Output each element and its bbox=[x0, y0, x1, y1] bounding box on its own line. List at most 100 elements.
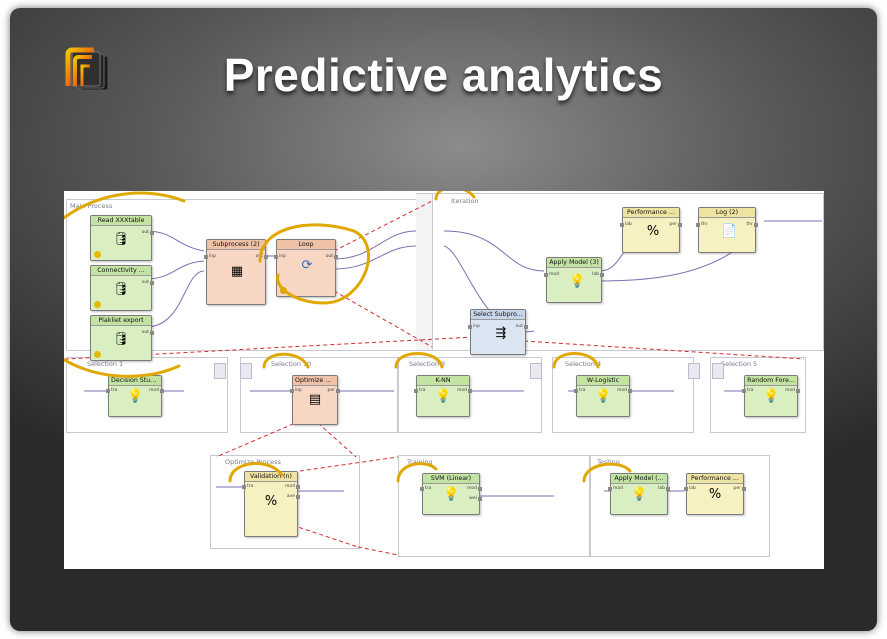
operator-performance[interactable]: Performance ... % lab per bbox=[684, 473, 747, 515]
operator-title: Subprocess (2) bbox=[207, 240, 265, 250]
port-mod[interactable]: mod bbox=[149, 388, 164, 393]
operator-knn[interactable]: K-NN 💡 tra mod bbox=[413, 375, 472, 417]
read-database-icon: 🛢 bbox=[113, 332, 130, 347]
operator-read-a[interactable]: Read XXXtable 🛢 out bbox=[90, 215, 155, 261]
port-tra[interactable]: tra bbox=[413, 388, 426, 393]
panel-label: Selection 3 bbox=[409, 360, 446, 368]
port-connector[interactable] bbox=[214, 363, 226, 379]
operator-title: SVM (Linear) bbox=[423, 474, 479, 484]
port-connector[interactable] bbox=[712, 363, 724, 379]
operator-title: Optimize SVM bbox=[293, 376, 337, 386]
select-subprocess-icon: ⇶ bbox=[495, 326, 507, 341]
port-tra[interactable]: tra bbox=[105, 388, 118, 393]
operator-title: Read XXXtable bbox=[91, 216, 151, 226]
port-mod[interactable]: mod bbox=[467, 486, 482, 491]
port-rail bbox=[416, 193, 432, 351]
port-out[interactable]: out bbox=[515, 324, 529, 329]
operator-svm-linear[interactable]: SVM (Linear) 💡 tra mod wei bbox=[419, 473, 482, 515]
optimize-icon: ▤ bbox=[308, 392, 322, 407]
operator-log[interactable]: Log (2) 📄 thr thr bbox=[695, 207, 759, 253]
slide-title: Predictive analytics bbox=[223, 49, 664, 101]
operator-title: Apply Model (... bbox=[611, 474, 667, 484]
operator-apply-model-top[interactable]: Apply Model (3) 💡 mod lab bbox=[544, 257, 604, 303]
operator-title: Loop bbox=[277, 240, 335, 250]
operator-random-forest[interactable]: Random Fore... 💡 tra mod bbox=[741, 375, 800, 417]
apply-model-icon: 💡 bbox=[631, 487, 648, 502]
status-warning-icon bbox=[94, 351, 101, 358]
port-lab[interactable]: lab bbox=[620, 222, 632, 227]
port-per[interactable]: per bbox=[669, 222, 683, 227]
port-lab[interactable]: lab bbox=[658, 486, 670, 491]
port-wei[interactable]: wei bbox=[469, 496, 482, 501]
port-connector[interactable] bbox=[240, 363, 252, 379]
operator-title: Decision Stump bbox=[109, 376, 161, 386]
port-mod[interactable]: mod bbox=[608, 486, 623, 491]
status-warning-icon bbox=[94, 301, 101, 308]
port-out[interactable]: out bbox=[325, 254, 339, 259]
learner-bulb-icon: 💡 bbox=[435, 389, 452, 404]
operator-title: Apply Model (3) bbox=[547, 258, 601, 268]
port-lab[interactable]: lab bbox=[684, 486, 696, 491]
validation-icon: % bbox=[264, 494, 278, 509]
port-in[interactable]: inp bbox=[274, 254, 286, 259]
performance-icon: % bbox=[708, 487, 722, 502]
panel-label: Main Process bbox=[70, 202, 113, 210]
learner-bulb-icon: 💡 bbox=[595, 389, 612, 404]
operator-apply-model[interactable]: Apply Model (... 💡 mod lab bbox=[608, 473, 670, 515]
operator-performance-top[interactable]: Performance ... % lab per bbox=[620, 207, 683, 253]
port-tra[interactable]: tra bbox=[573, 388, 586, 393]
read-database-icon: 🛢 bbox=[113, 282, 130, 297]
port-out[interactable]: out bbox=[141, 230, 155, 235]
subprocess-icon: ▦ bbox=[230, 264, 244, 279]
learner-bulb-icon: 💡 bbox=[763, 389, 780, 404]
panel-label: Selection 10 bbox=[271, 360, 312, 368]
operator-select-subprocess[interactable]: Select Subpro... ⇶ inp out bbox=[468, 309, 529, 355]
operator-decision-stump[interactable]: Decision Stump 💡 tra mod bbox=[105, 375, 164, 417]
port-tra[interactable]: tra bbox=[419, 486, 432, 491]
operator-read-c[interactable]: Plakliet export 🛢 out bbox=[90, 315, 155, 361]
port-thr[interactable]: thr bbox=[746, 222, 759, 227]
operator-title: Validation (n) bbox=[245, 472, 297, 482]
operator-optimize-svm[interactable]: Optimize SVM ▤ inp per bbox=[290, 375, 341, 425]
port-per[interactable]: per bbox=[327, 388, 341, 393]
port-tra[interactable]: tra bbox=[241, 484, 254, 489]
port-lab[interactable]: lab bbox=[592, 272, 604, 277]
operator-title: K-NN bbox=[417, 376, 469, 386]
port-in[interactable]: inp bbox=[468, 324, 480, 329]
operator-title: Performance ... bbox=[687, 474, 743, 484]
port-out[interactable]: out bbox=[141, 330, 155, 335]
rapidminer-logo-icon bbox=[65, 47, 109, 91]
operator-title: Select Subpro... bbox=[471, 310, 525, 320]
panel-label: Iteration bbox=[451, 197, 479, 205]
port-out[interactable]: out bbox=[141, 280, 155, 285]
operator-validation[interactable]: Validation (n) % tra mod ave bbox=[241, 471, 301, 537]
loop-icon: ⟳ bbox=[301, 258, 313, 273]
operator-w-logistic[interactable]: W-Logistic 💡 tra mod bbox=[573, 375, 632, 417]
port-tra[interactable]: tra bbox=[741, 388, 754, 393]
panel-label: Training bbox=[407, 458, 433, 466]
panel-label: Selection 5 bbox=[721, 360, 758, 368]
operator-subprocess[interactable]: Subprocess (2) ▦ inp out bbox=[204, 239, 269, 305]
port-in[interactable]: inp bbox=[204, 254, 216, 259]
port-connector[interactable] bbox=[530, 363, 542, 379]
apply-model-icon: 💡 bbox=[569, 274, 586, 289]
operator-title: Plakliet export bbox=[91, 316, 151, 326]
port-per[interactable]: per bbox=[733, 486, 747, 491]
read-database-icon: 🛢 bbox=[113, 232, 130, 247]
operator-read-b[interactable]: Connectivity ... 🛢 out bbox=[90, 265, 155, 311]
port-mod[interactable]: mod bbox=[785, 388, 800, 393]
port-mod[interactable]: mod bbox=[285, 484, 300, 489]
port-connector[interactable] bbox=[688, 363, 700, 379]
port-mod[interactable]: mod bbox=[544, 272, 559, 277]
process-screenshot: Main Process Iteration Selection 1 Selec… bbox=[64, 191, 824, 569]
port-in[interactable]: inp bbox=[290, 388, 302, 393]
port-thr[interactable]: thr bbox=[695, 222, 708, 227]
operator-title: W-Logistic bbox=[577, 376, 629, 386]
port-mod[interactable]: mod bbox=[617, 388, 632, 393]
port-mod[interactable]: mod bbox=[457, 388, 472, 393]
operator-loop[interactable]: Loop ⟳ inp out bbox=[274, 239, 339, 297]
operator-title: Log (2) bbox=[699, 208, 755, 218]
port-ave[interactable]: ave bbox=[286, 494, 301, 499]
panel-label: Selection 4 bbox=[565, 360, 602, 368]
log-icon: 📄 bbox=[721, 224, 738, 239]
